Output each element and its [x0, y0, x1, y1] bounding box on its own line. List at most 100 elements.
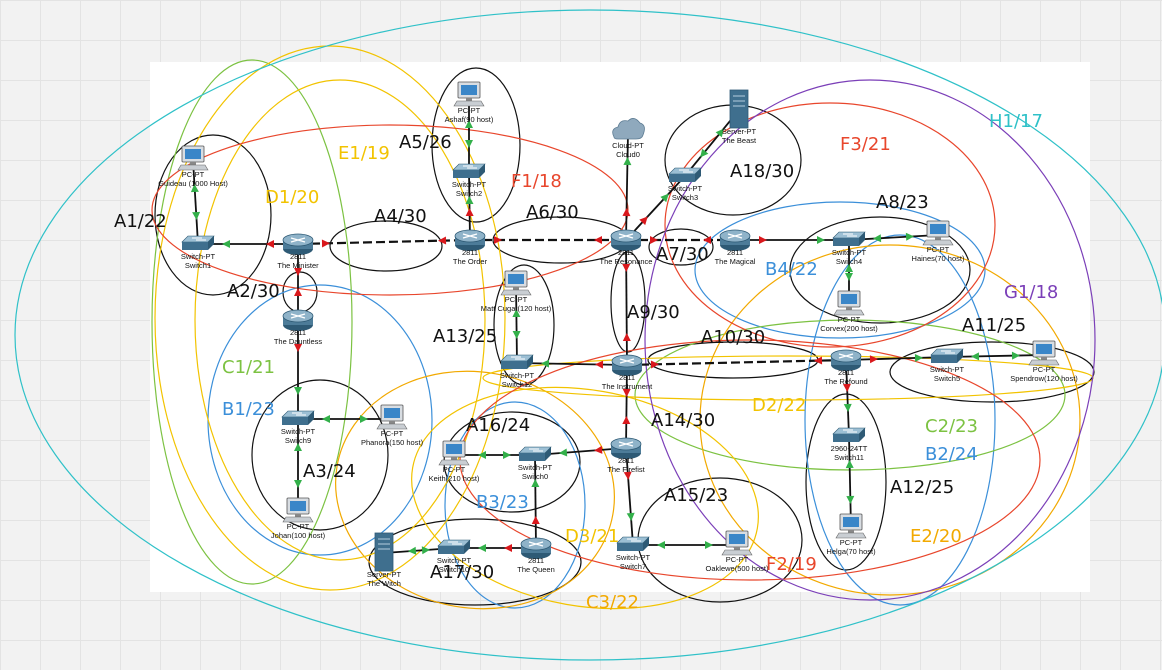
- subnet-label-a9-30: A9/30: [627, 302, 680, 323]
- device-model-label: Switch-PT: [500, 371, 535, 380]
- device-name-label: The Refound: [824, 377, 867, 386]
- link-status-up-marker: [817, 236, 825, 244]
- link-status-up-marker: [660, 193, 669, 203]
- network-link: [845, 356, 948, 361]
- link-status-down-marker: [321, 239, 330, 248]
- device-name-label: Switch12: [502, 380, 532, 389]
- device-model-label: PC-PT: [182, 170, 205, 179]
- subnet-ellipse: [411, 386, 759, 610]
- link-status-down-marker: [438, 236, 447, 245]
- link-status-down-marker: [622, 388, 631, 397]
- link-status-down-marker: [759, 236, 767, 244]
- subnet-label-c1-21: C1/21: [222, 357, 275, 378]
- link-status-up-marker: [846, 495, 855, 505]
- device-name-label: Haines(70 host): [912, 254, 965, 263]
- subnet-ellipse: [889, 341, 1095, 403]
- device-name-label: Switch2: [456, 189, 482, 198]
- link-status-down-marker: [266, 240, 274, 248]
- link-status-down-marker: [494, 236, 502, 244]
- link-status-down-marker: [294, 268, 302, 276]
- subnet-label-b4-22: B4/22: [765, 259, 818, 280]
- device-model-label: 2811: [290, 328, 306, 337]
- device-model-label: 2811: [618, 456, 634, 465]
- link-status-up-marker: [465, 120, 473, 128]
- device-model-label: 2811: [528, 556, 544, 565]
- network-link: [515, 284, 518, 364]
- device-name-label: The Dauntless: [274, 337, 323, 346]
- link-status-up-marker: [700, 148, 709, 158]
- subnet-label-a2-30: A2/30: [227, 281, 280, 302]
- device-model-label: Server-PT: [722, 127, 757, 136]
- device-name-label: The Magical: [715, 257, 756, 266]
- device-name-label: Switch11: [834, 453, 864, 462]
- subnet-label-h1-17: H1/17: [989, 111, 1043, 132]
- device-name-label: The Resonance: [600, 257, 653, 266]
- subnet-ellipse: [335, 370, 615, 610]
- link-status-up-marker: [914, 353, 924, 362]
- subnet-label-a17-30: A17/30: [430, 562, 494, 583]
- link-status-up-marker: [294, 443, 302, 451]
- link-status-up-marker: [845, 264, 853, 272]
- link-status-down-marker: [650, 360, 659, 369]
- router-icon: [454, 229, 486, 251]
- switch-icon: [281, 410, 315, 425]
- device-name-label: The Firefist: [607, 465, 645, 474]
- device-model-label: PC-PT: [927, 245, 950, 254]
- switch-icon: [181, 235, 215, 250]
- network-link: [848, 435, 852, 529]
- device-name-label: Switch3: [672, 193, 698, 202]
- subnet-ellipse: [648, 228, 714, 266]
- subnet-ellipse: [644, 79, 1096, 601]
- subnet-label-a6-30: A6/30: [526, 202, 579, 223]
- device-name-label: The Queen: [517, 565, 555, 574]
- link-status-down-marker: [531, 516, 540, 525]
- network-link: [626, 358, 847, 367]
- link-status-up-marker: [421, 546, 431, 555]
- subnet-ellipse: [329, 220, 443, 272]
- device-model-label: 2811: [619, 373, 635, 382]
- link-status-down-marker: [465, 208, 474, 217]
- router-icon: [520, 537, 552, 559]
- link-status-up-marker: [705, 541, 713, 549]
- pc-icon: [438, 440, 470, 466]
- subnet-label-c2-23: C2/23: [925, 416, 978, 437]
- network-link: [534, 454, 537, 549]
- link-status-up-marker: [626, 512, 635, 522]
- device-model-label: Switch-PT: [518, 463, 553, 472]
- link-status-down-marker: [814, 356, 823, 365]
